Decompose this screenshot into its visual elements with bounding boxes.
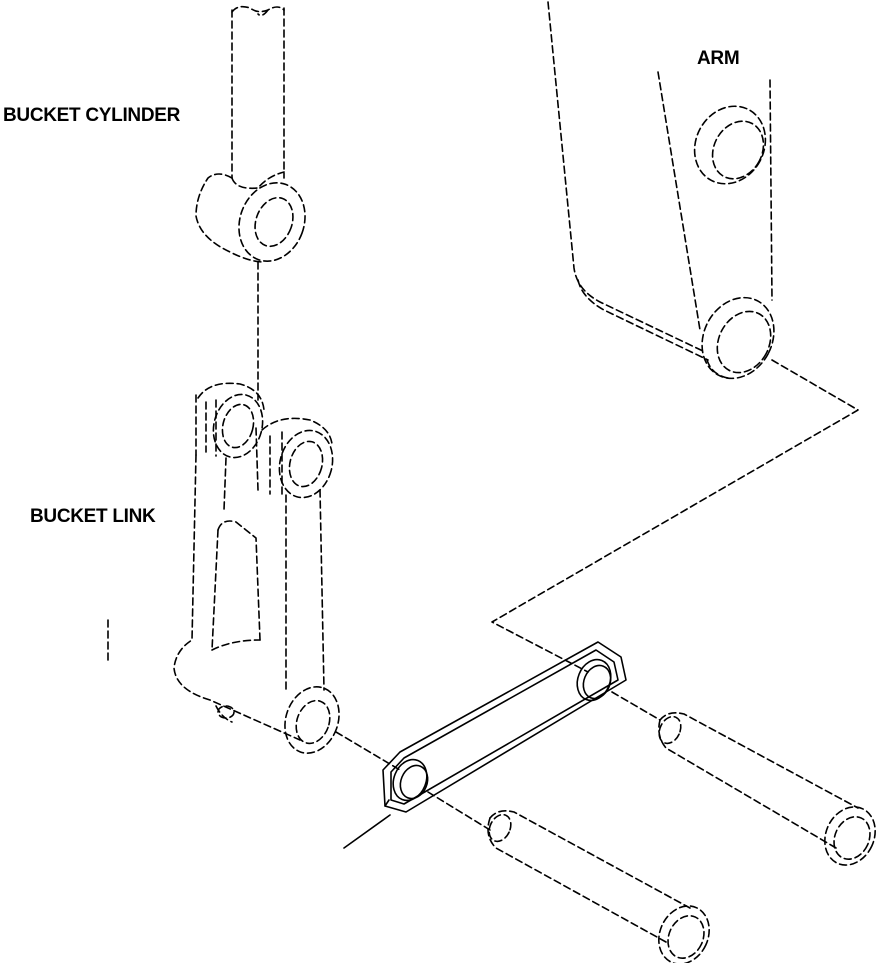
pin-lower <box>487 810 710 965</box>
arm-part <box>547 1 775 380</box>
alignment-line-link <box>335 731 401 771</box>
label-arm: ARM <box>697 48 740 69</box>
label-bucket-link: BUCKET LINK <box>30 506 156 527</box>
bucket-link-part <box>107 382 340 754</box>
alignment-line-arm <box>491 359 859 673</box>
label-bucket-cylinder: BUCKET CYLINDER <box>3 105 181 126</box>
link-plate <box>343 641 627 849</box>
bucket-cylinder-part <box>195 5 306 401</box>
pin-upper <box>658 712 876 866</box>
